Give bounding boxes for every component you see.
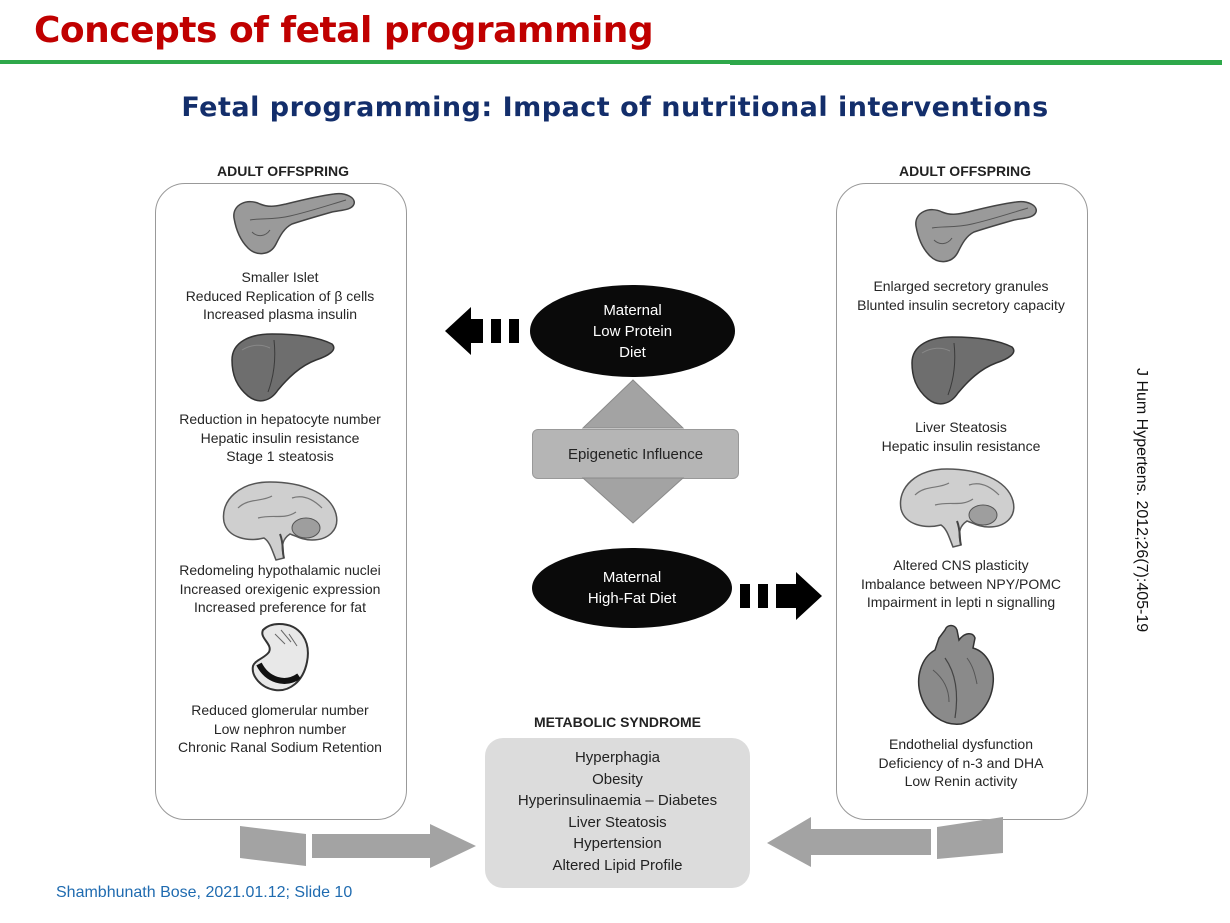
liver-icon (231, 333, 335, 402)
title-underline-thin (730, 64, 1222, 65)
up-triangle (581, 379, 685, 429)
maternal-low-protein-diet: Maternal Low Protein Diet (530, 285, 735, 377)
left-panel-heading: ADULT OFFSPRING (217, 163, 349, 179)
right-heart-caption: Endothelial dysfunction Deficiency of n-… (878, 736, 1044, 789)
heart-icon (917, 624, 995, 725)
metabolic-item: Liver Steatosis (568, 813, 667, 831)
brain-icon (222, 481, 338, 561)
right-pancreas-caption: Enlarged secretory granules Blunted insu… (857, 278, 1065, 313)
metabolic-syndrome-box: Hyperphagia Obesity Hyperinsulinaemia – … (485, 738, 750, 888)
left-to-syndrome-arrow (240, 824, 476, 868)
pancreas-icon (915, 200, 1037, 263)
left-kidney-caption: Reduced glomerular number Low nephron nu… (178, 702, 382, 755)
left-brain-caption: Redomeling hypothalamic nuclei Increased… (179, 562, 381, 615)
liver-icon (911, 336, 1015, 405)
slide-subtitle: Fetal programming: Impact of nutritional… (181, 92, 1049, 123)
journal-citation: J Hum Hypertens. 2012;26(7):405-19 (1133, 368, 1150, 633)
metabolic-syndrome-heading: METABOLIC SYNDROME (534, 714, 701, 730)
left-liver-caption: Reduction in hepatocyte number Hepatic i… (179, 411, 381, 464)
pancreas-icon (233, 192, 355, 255)
slide-footer: Shambhunath Bose, 2021.01.12; Slide 10 (56, 884, 353, 901)
metabolic-item: Obesity (592, 770, 643, 788)
metabolic-item: Hypertension (573, 835, 662, 852)
kidney-icon (251, 622, 309, 692)
brain-icon (899, 468, 1015, 548)
right-brain-caption: Altered CNS plasticity Imbalance between… (861, 557, 1061, 610)
metabolic-item: Hyperinsulinaemia – Diabetes (517, 792, 718, 809)
maternal-high-fat-diet: Maternal High-Fat Diet (532, 548, 732, 628)
down-triangle (581, 477, 685, 524)
metabolic-item: Hyperphagia (574, 749, 661, 766)
left-pointing-arrow (445, 307, 519, 355)
right-panel-heading: ADULT OFFSPRING (899, 163, 1031, 179)
metabolic-item: Altered Lipid Profile (552, 856, 683, 874)
slide-title: Concepts of fetal programming (34, 10, 654, 51)
right-pointing-arrow (740, 572, 822, 620)
left-pancreas-caption: Smaller Islet Reduced Replication of β c… (185, 269, 375, 322)
title-underline (0, 60, 1222, 64)
right-to-syndrome-arrow (767, 817, 1003, 867)
right-liver-caption: Liver Steatosis Hepatic insulin resistan… (881, 419, 1041, 454)
epigenetic-influence-box: Epigenetic Influence (532, 429, 739, 479)
